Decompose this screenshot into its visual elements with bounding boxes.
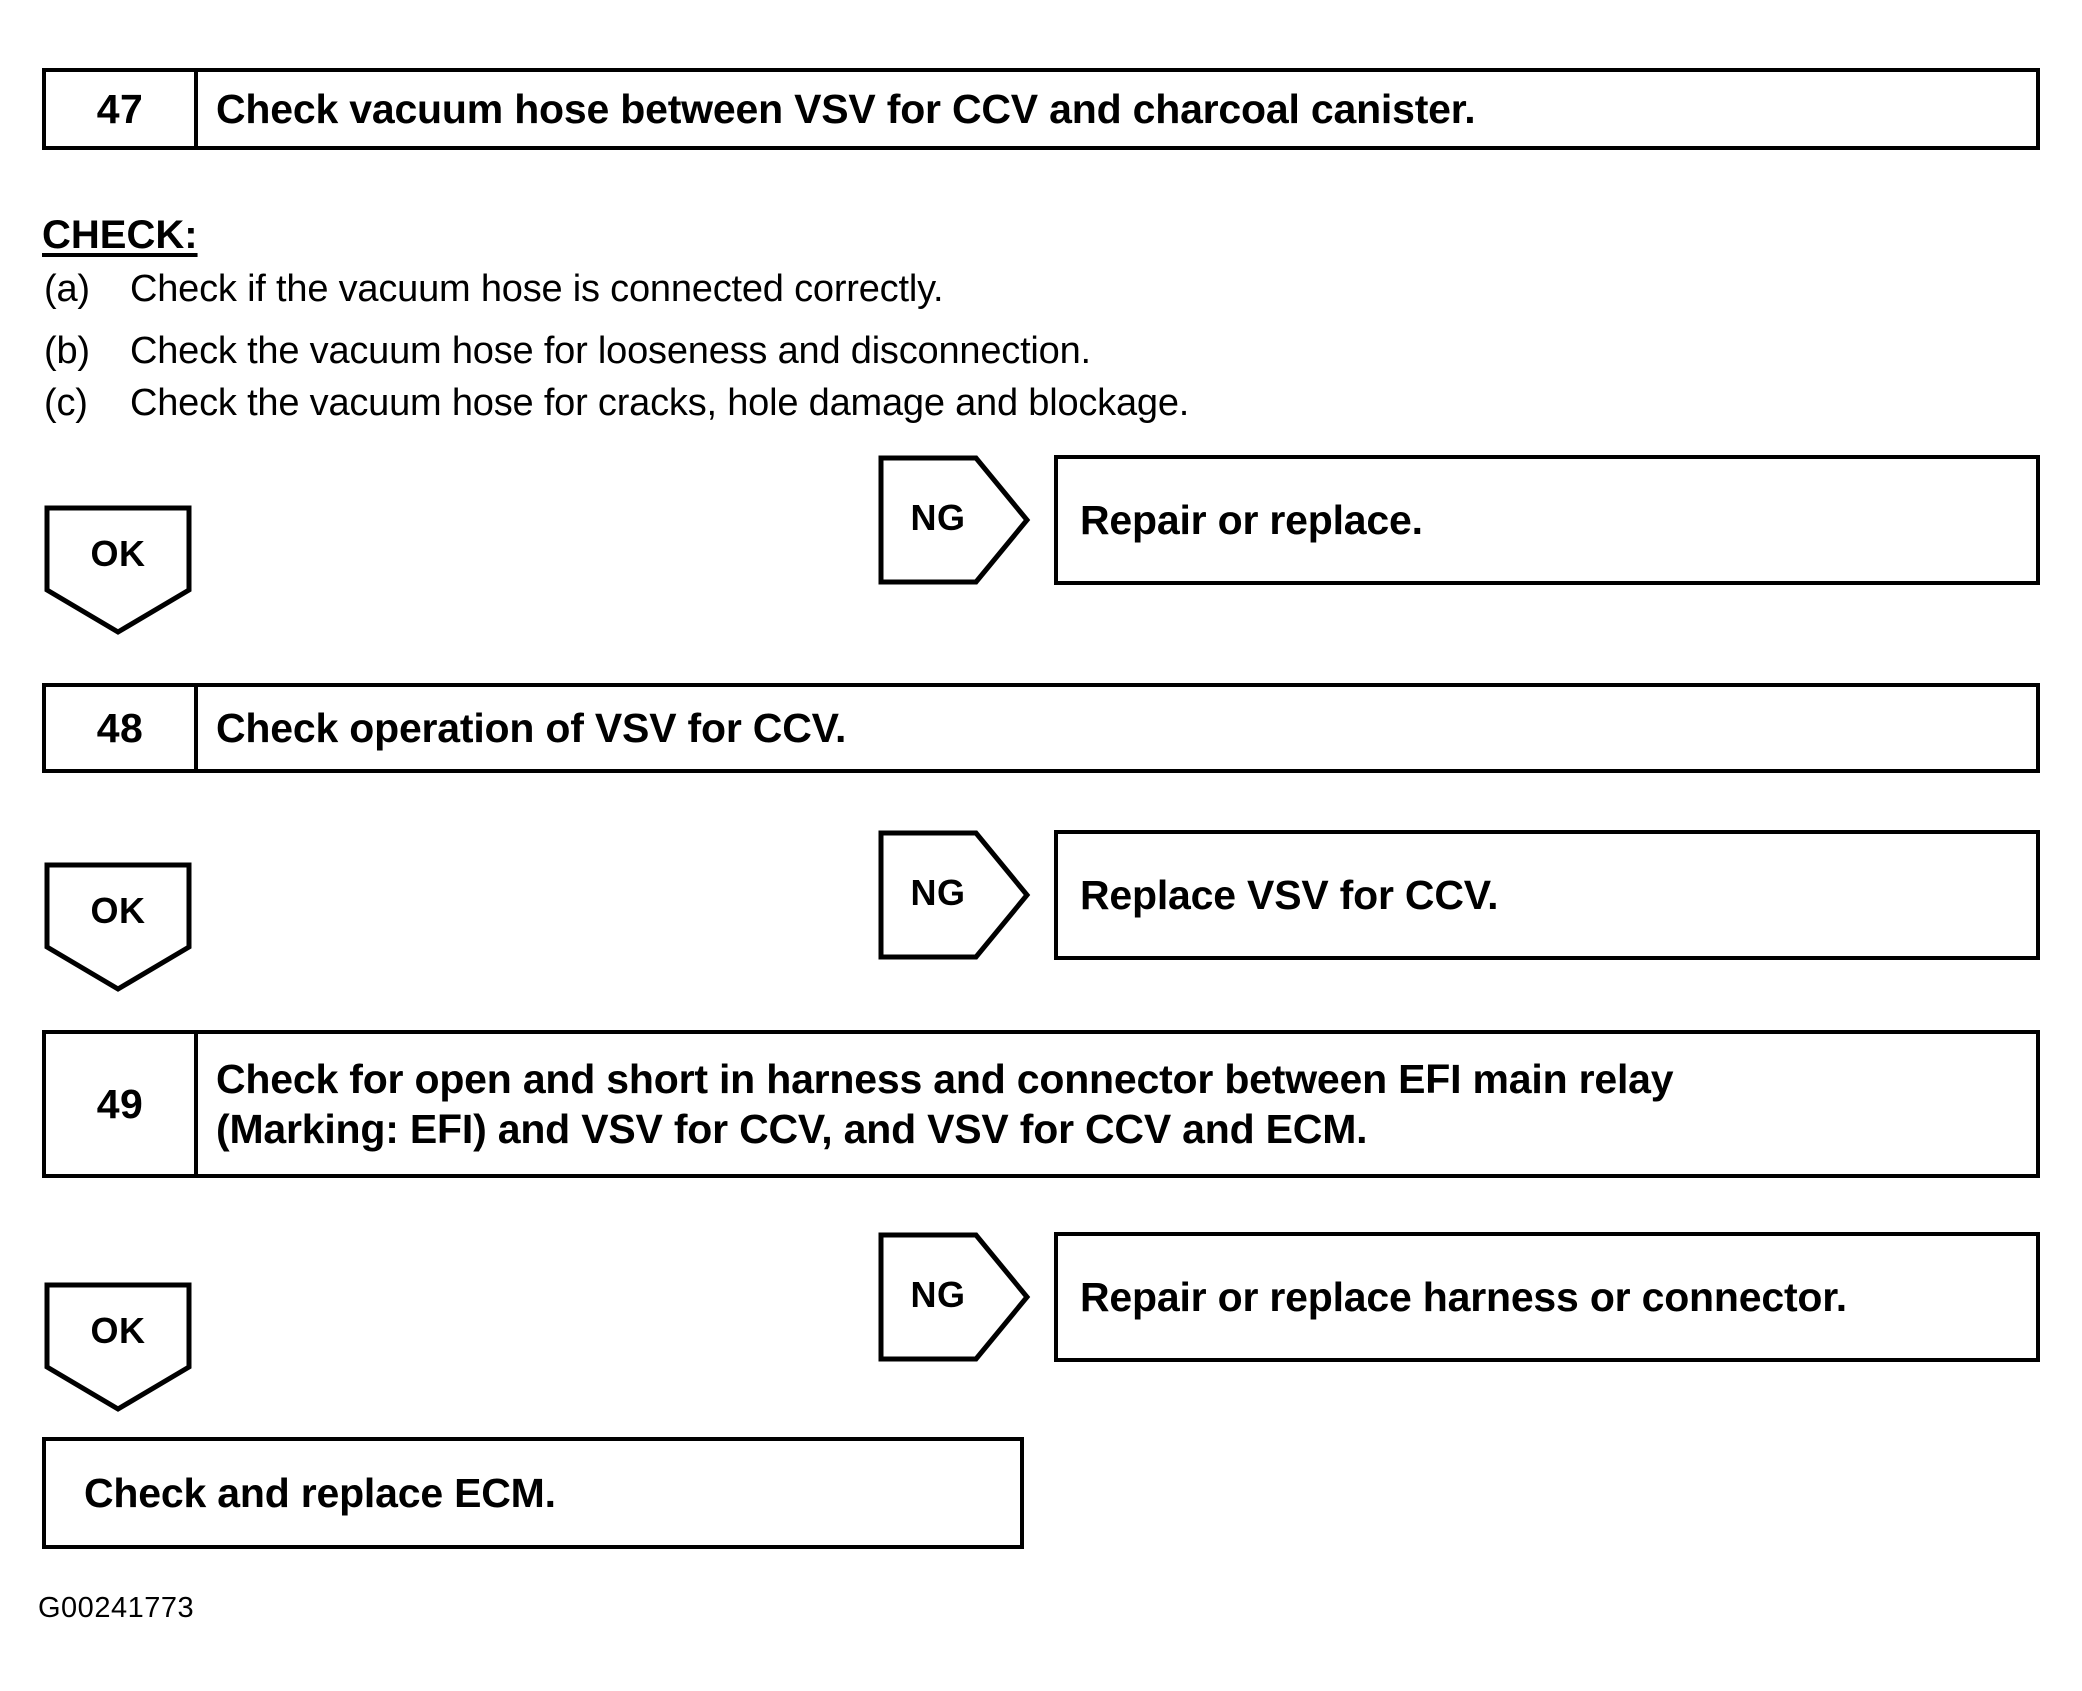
check-item-marker: (a)	[44, 268, 90, 310]
ok-connector-1: OK	[44, 505, 192, 635]
ng-arrow-icon	[878, 1232, 1031, 1362]
ok-arrow-icon	[44, 862, 192, 992]
ng-label: NG	[910, 872, 966, 913]
step-title: Check operation of VSV for CCV.	[216, 704, 847, 751]
check-item-c: (c) Check the vacuum hose for cracks, hol…	[44, 382, 1189, 425]
step-title: Check for open and short in harness and …	[198, 1034, 2036, 1174]
step-box-49: 49 Check for open and short in harness a…	[42, 1030, 2040, 1178]
final-action-box: Check and replace ECM.	[42, 1437, 1024, 1549]
ok-label: OK	[90, 890, 146, 931]
check-item-a: (a) Check if the vacuum hose is connected…	[44, 268, 944, 311]
step-number: 47	[46, 72, 198, 146]
check-item-text: Check the vacuum hose for looseness and …	[130, 330, 1091, 372]
step-title: Check vacuum hose between VSV for CCV an…	[216, 85, 1476, 132]
ng-action-box-3: Repair or replace harness or connector.	[1054, 1232, 2040, 1362]
ng-connector-3: NG	[878, 1232, 1031, 1362]
check-item-marker: (b)	[44, 330, 90, 372]
ng-connector-2: NG	[878, 830, 1031, 960]
step-number: 48	[46, 687, 198, 769]
step-box-48: 48 Check operation of VSV for CCV.	[42, 683, 2040, 773]
ng-label: NG	[910, 1274, 966, 1315]
check-item-marker: (c)	[44, 382, 88, 424]
ok-connector-3: OK	[44, 1282, 192, 1412]
ok-arrow-icon	[44, 1282, 192, 1412]
ng-connector-1: NG	[878, 455, 1031, 585]
ok-connector-2: OK	[44, 862, 192, 992]
step-number: 49	[46, 1034, 198, 1174]
step-title-line-2: (Marking: EFI) and VSV for CCV, and VSV …	[216, 1106, 1368, 1152]
ng-arrow-icon	[878, 455, 1031, 585]
check-item-text: Check the vacuum hose for cracks, hole d…	[130, 382, 1190, 424]
ng-arrow-icon	[878, 830, 1031, 960]
check-heading: CHECK:	[42, 213, 198, 257]
ng-action-box-1: Repair or replace.	[1054, 455, 2040, 585]
step-title-line-1: Check for open and short in harness and …	[216, 1055, 1674, 1102]
ng-action-box-2: Replace VSV for CCV.	[1054, 830, 2040, 960]
ok-label: OK	[90, 1310, 146, 1351]
step-box-47: 47 Check vacuum hose between VSV for CCV…	[42, 68, 2040, 150]
check-item-b: (b) Check the vacuum hose for looseness a…	[44, 330, 1091, 373]
figure-code: G00241773	[38, 1592, 195, 1624]
ok-arrow-icon	[44, 505, 192, 635]
ng-label: NG	[910, 497, 966, 538]
ok-label: OK	[90, 533, 146, 574]
check-item-text: Check if the vacuum hose is connected co…	[130, 268, 944, 310]
